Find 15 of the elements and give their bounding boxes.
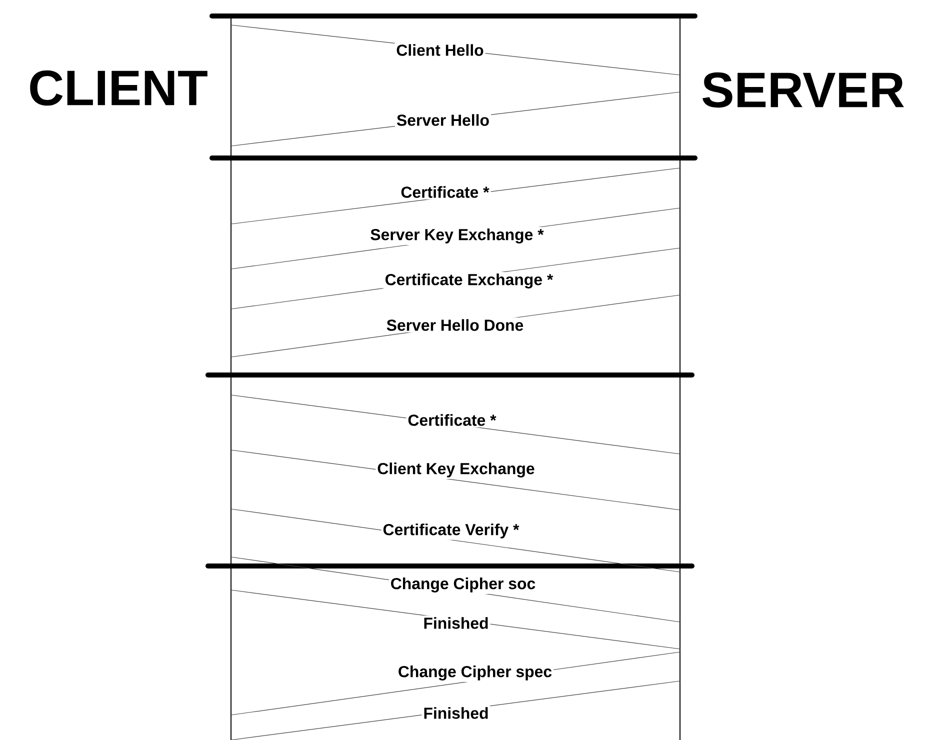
- edge-label: Certificate Verify *: [383, 524, 520, 538]
- edge-label: Finished: [424, 617, 488, 629]
- edge-label: Change Cipher soc: [391, 578, 536, 592]
- edge-label: Client Hello: [396, 44, 484, 56]
- edge-label: Certificate *: [401, 186, 490, 198]
- edge-label: Change Cipher spec: [398, 666, 552, 680]
- participant-label: SERVER: [702, 72, 904, 108]
- edge-label: Server Hello: [396, 114, 489, 126]
- participant-label: CLIENT: [30, 70, 208, 106]
- edge-label: Certificate Exchange *: [386, 274, 554, 288]
- edge-label: Finished: [424, 707, 488, 719]
- edge-label: Certificate *: [408, 414, 496, 426]
- edge-label: Server Key Exchange *: [370, 228, 544, 244]
- edge-label: Server Hello Done: [386, 319, 524, 331]
- edge-label: Client Key Exchange: [378, 462, 534, 478]
